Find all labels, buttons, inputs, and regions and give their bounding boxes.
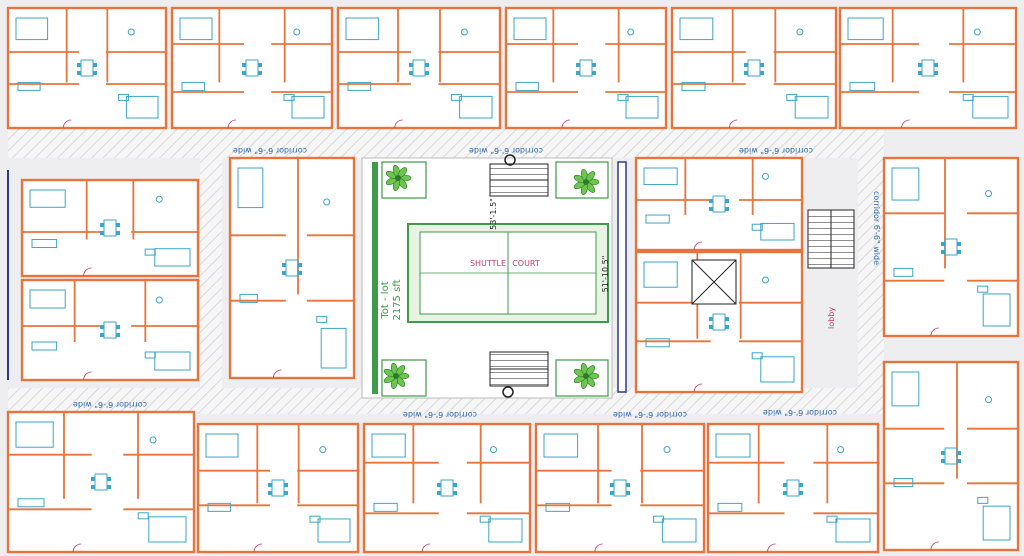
apartment-unit	[196, 422, 360, 554]
stairs-south	[489, 351, 549, 398]
apartment-unit	[838, 6, 1018, 130]
corridor-label: corridor 6'-6" wide	[763, 408, 837, 417]
apartment-unit	[534, 422, 706, 554]
svg-text:51'-10.5": 51'-10.5"	[601, 256, 610, 293]
planter	[383, 362, 410, 390]
apartment-unit	[504, 6, 668, 130]
apartment-unit	[6, 6, 168, 130]
apartment-unit	[6, 410, 196, 554]
apartment-unit	[170, 6, 334, 130]
stairs-east	[807, 209, 855, 269]
corridor-label: corridor 6'-6" wide	[403, 410, 477, 419]
corridor-label: corridor 6'-6" wide	[872, 191, 881, 265]
apartment-unit	[882, 156, 1020, 338]
lobby-label: lobby	[827, 307, 836, 329]
apartment-unit	[228, 156, 356, 380]
corridor-label: corridor 6'-6" wide	[613, 410, 687, 419]
court-label-court: COURT	[512, 259, 540, 268]
court-label-shuttle: SHUTTLE	[470, 259, 506, 268]
apartment-unit	[20, 278, 200, 382]
planter	[385, 164, 412, 192]
apartment-unit	[882, 360, 1020, 552]
corridor-label: corridor 6'-6" wide	[469, 146, 543, 155]
corridor-label: corridor 6'-6" wide	[233, 146, 307, 155]
apartment-unit	[20, 178, 200, 278]
court-height-dimension: 51'-10.5"	[601, 256, 610, 293]
svg-text:Tot - lot: Tot - lot	[380, 281, 391, 319]
apartment-unit	[670, 6, 838, 130]
svg-text:2175 sft: 2175 sft	[392, 279, 403, 320]
apartment-unit	[634, 156, 804, 252]
corridor-labels: corridor 6'-6" wide corridor 6'-6" wide …	[73, 146, 881, 419]
corridor-label: corridor 6'-6" wide	[739, 146, 813, 155]
apartment-unit	[362, 422, 532, 554]
lift-shaft	[691, 259, 737, 305]
planter	[573, 362, 600, 390]
apartment-unit	[336, 6, 502, 130]
tot-lot-label: Tot - lot 2175 sft	[380, 279, 403, 320]
stairs-north	[489, 154, 549, 197]
corridors	[8, 128, 884, 414]
apartment-units	[6, 6, 1020, 554]
planters	[383, 164, 600, 390]
corridor-label: corridor 6'-6" wide	[73, 400, 147, 409]
court-width-dimension: 53'-1.5"	[489, 198, 498, 230]
svg-text:lobby: lobby	[827, 307, 836, 329]
svg-text:53'-1.5": 53'-1.5"	[489, 198, 498, 230]
shuttle-court: SHUTTLE COURT	[407, 223, 609, 323]
facade-lines	[7, 161, 627, 393]
apartment-unit	[706, 422, 880, 554]
planter	[573, 168, 600, 196]
